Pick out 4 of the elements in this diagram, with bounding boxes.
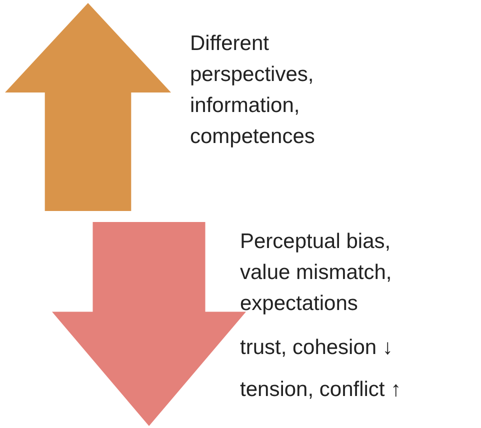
side-text: Perceptual bias, value mismatch, expectations — [240, 229, 393, 317]
side-text: tension, conflict ↑ — [240, 377, 402, 403]
side-text: trust, cohesion ↓ — [240, 335, 394, 361]
side-text: Different perspectives, information, competences — [190, 31, 316, 150]
